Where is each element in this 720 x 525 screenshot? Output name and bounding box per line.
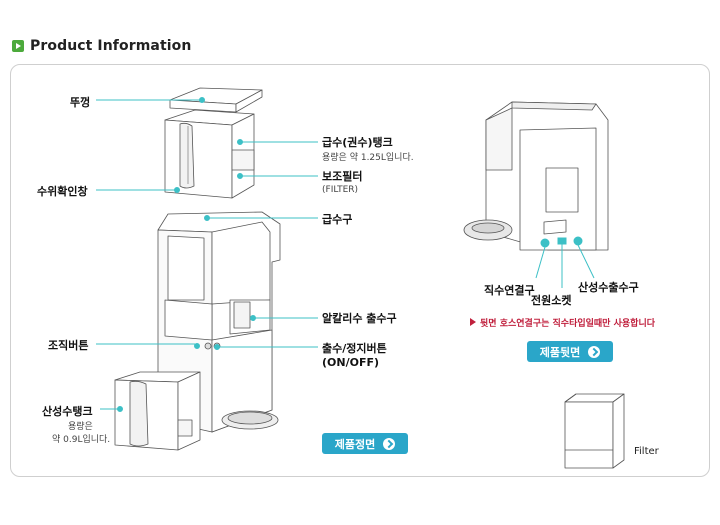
note-triangle-icon	[470, 318, 476, 326]
dispense-button-label: 출수/정지버튼	[322, 342, 387, 355]
water-window-label: 수위확인창	[37, 185, 88, 198]
control-button-label: 조직버튼	[48, 339, 89, 352]
direct-connect-label: 직수연결구	[484, 284, 535, 297]
acid-tank-label: 산성수탱크	[42, 405, 93, 418]
front-view-button-label: 제품정면	[334, 437, 376, 451]
supply-tank-label: 급수(권수)탱크	[322, 136, 393, 149]
acid-tank-illustration	[114, 371, 201, 451]
acid-outlet-label: 산성수출수구	[578, 281, 639, 294]
section-heading: Product Information	[12, 36, 191, 56]
aux-filter-label: 보조필터	[322, 170, 363, 183]
acid-tank-note-2: 약 0.9L입니다.	[52, 435, 111, 445]
arrow-bullet-icon	[12, 40, 24, 52]
section-title: Product Information	[30, 38, 192, 54]
front-view-button[interactable]: 제품정면	[322, 433, 408, 454]
supply-tank-illustration	[164, 109, 255, 199]
inlet-label: 급수구	[322, 213, 353, 226]
chevron-right-icon	[383, 437, 396, 450]
aux-filter-note: (FILTER)	[322, 185, 359, 195]
chevron-right-icon	[588, 345, 601, 358]
supply-tank-note: 용량은 약 1.25L입니다.	[322, 153, 414, 163]
dispense-button-note: (ON/OFF)	[322, 356, 380, 369]
back-view-button-label: 제품뒷면	[539, 345, 581, 359]
back-view-illustration	[463, 101, 609, 251]
power-socket-label: 전원소켓	[531, 294, 572, 307]
filter-box-illustration	[564, 393, 625, 469]
alkaline-outlet-label: 알칼리수 출수구	[322, 312, 397, 325]
filter-label: Filter	[634, 446, 659, 457]
acid-tank-note-1: 용량은	[68, 422, 93, 432]
lid-label: 뚜껑	[70, 96, 91, 109]
back-note: 뒷면 호스연결구는 직수타입일때만 사용합니다	[480, 319, 656, 329]
back-view-button[interactable]: 제품뒷면	[527, 341, 613, 362]
